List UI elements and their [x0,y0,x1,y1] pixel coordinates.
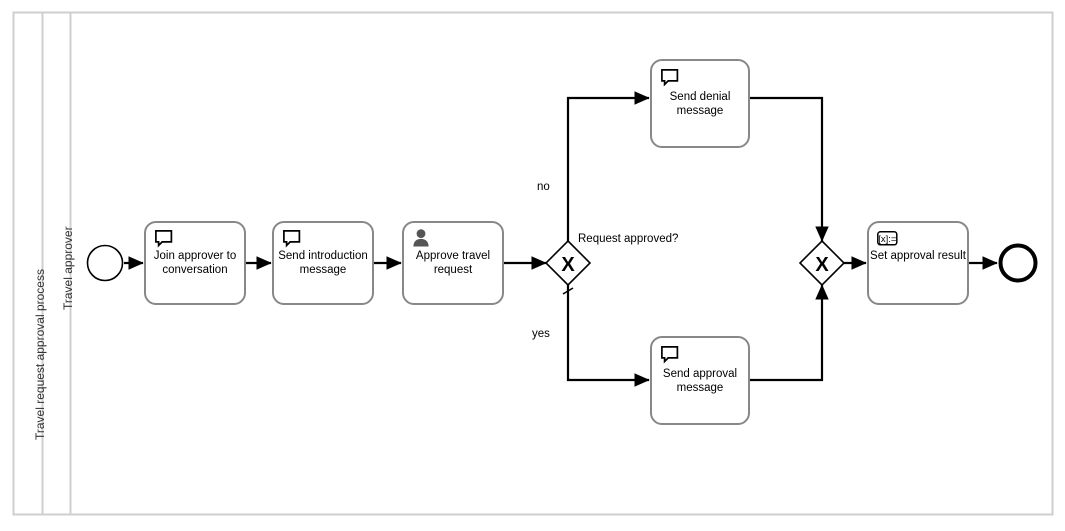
sequence-flows [124,91,998,387]
message-icon [283,230,301,248]
flow-yes-to-approval [566,283,650,387]
script-variable-icon: [x]:= [877,231,898,246]
lane-label-travel-approver: Travel approver [61,226,75,310]
flow-denial-to-merge [749,96,829,242]
task-set-result-label: Set approval result [870,250,966,262]
end-event[interactable] [998,243,1038,283]
task-join-approver-label: Join approver to conversation [153,250,237,276]
flow-label-yes: yes [532,328,550,340]
task-send-approval-label: Send approval message [662,368,738,394]
flow-approval-to-merge [749,284,829,382]
flow-label-no: no [537,181,550,193]
gateway-split-label: Request approved? [578,233,679,245]
svg-text:X: X [561,254,575,276]
message-icon [661,346,679,364]
task-send-intro-label: Send introduction message [278,250,368,276]
gateway-merge[interactable]: X [798,239,846,287]
task-approve-travel-label: Approve travel request [415,250,491,276]
start-event[interactable] [86,244,124,282]
svg-text:[x]:=: [x]:= [878,234,897,245]
pool-label: Travel request approval process [33,269,47,440]
message-icon [661,69,679,87]
task-approve-travel-box[interactable] [402,221,504,305]
task-send-denial-label: Send denial message [669,91,731,117]
gateway-split[interactable]: X [544,239,592,295]
message-icon [155,230,173,248]
default-flow-marker [562,287,574,295]
user-icon [413,229,429,247]
flow-no-to-denial [566,91,650,243]
svg-text:X: X [815,254,829,276]
